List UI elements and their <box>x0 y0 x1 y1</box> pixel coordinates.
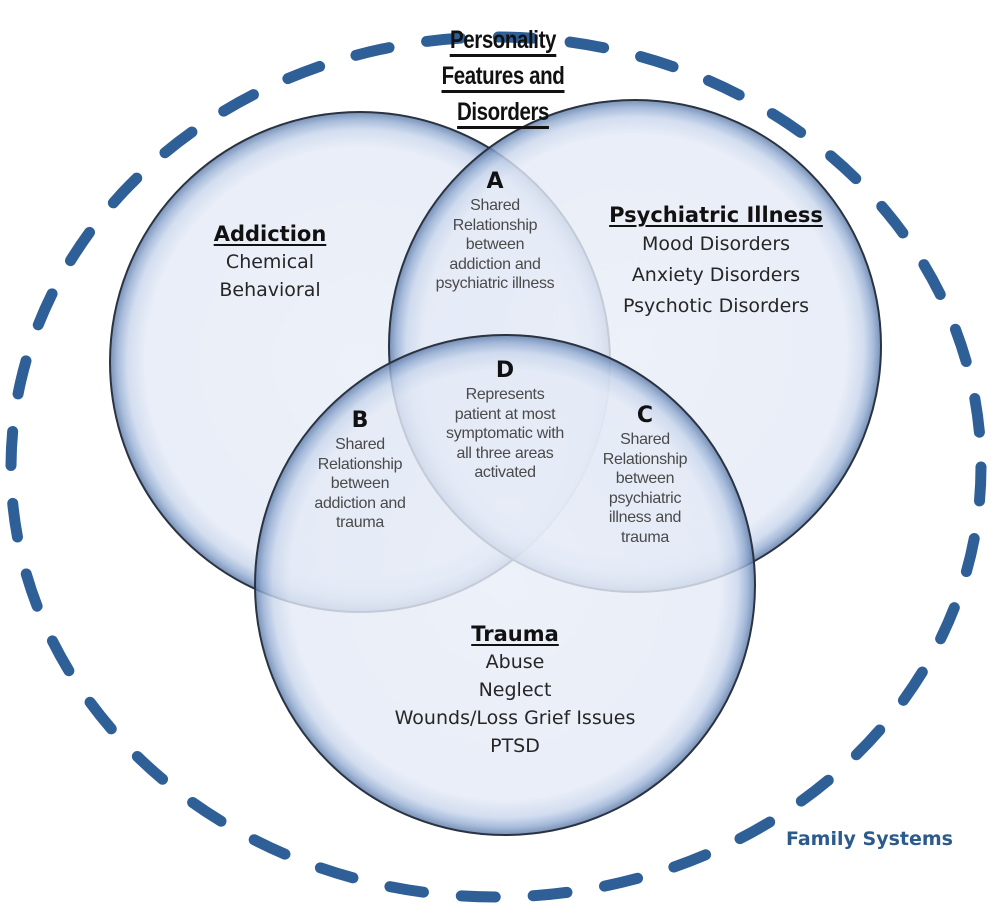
personality-line-2: Features and <box>441 62 565 93</box>
trauma-circle <box>254 334 756 836</box>
addiction-item: Behavioral <box>219 279 321 301</box>
region-c-text: illness and <box>608 509 682 526</box>
region-b: B Shared Relationship between addiction … <box>295 407 425 533</box>
region-a-text: addiction and <box>449 255 541 273</box>
region-c-text: between <box>615 470 675 487</box>
region-d: D Represents patient at most symptomatic… <box>425 357 585 483</box>
psychiatric-illness-label: Psychiatric Illness Mood Disorders Anxie… <box>600 201 832 322</box>
personality-line-3: Disorders <box>456 98 549 129</box>
region-c-text: psychiatric <box>608 489 682 507</box>
addiction-heading: Addiction <box>213 222 327 246</box>
region-c: C Shared Relationship between psychiatri… <box>590 402 700 547</box>
region-b-text: addiction and <box>314 494 406 512</box>
region-d-text: Represents <box>465 386 545 403</box>
region-c-text: Shared <box>620 431 670 448</box>
region-d-text: activated <box>474 464 536 481</box>
region-b-letter: B <box>351 408 369 433</box>
region-c-text: trauma <box>621 528 669 546</box>
region-d-text: patient at most <box>454 405 556 423</box>
region-a: A Shared Relationship between addiction … <box>415 168 575 294</box>
region-c-text: Relationship <box>602 450 688 468</box>
trauma-heading: Trauma <box>471 622 559 646</box>
psychiatric-item: Psychotic Disorders <box>623 295 809 317</box>
region-c-letter: C <box>636 403 654 428</box>
region-a-text: Relationship <box>452 216 538 234</box>
trauma-item: PTSD <box>490 735 540 757</box>
trauma-item: Wounds/Loss Grief Issues <box>394 707 636 729</box>
addiction-item: Chemical <box>225 251 315 273</box>
region-d-text: symptomatic with <box>446 425 564 442</box>
personality-line-1: Personality <box>449 26 556 57</box>
psychiatric-item: Anxiety Disorders <box>631 264 801 286</box>
psychiatric-illness-heading: Psychiatric Illness <box>609 203 823 227</box>
trauma-item: Neglect <box>478 679 552 701</box>
region-a-text: Shared <box>470 197 520 214</box>
trauma-label: Trauma Abuse Neglect Wounds/Loss Grief I… <box>370 620 660 760</box>
addiction-label: Addiction Chemical Behavioral <box>185 220 355 304</box>
personality-features-label: Personality Features and Disorders <box>417 22 589 130</box>
family-systems-boundary <box>5 31 987 903</box>
region-a-letter: A <box>486 169 504 194</box>
trauma-item: Abuse <box>485 651 545 673</box>
region-a-text: psychiatric illness <box>435 275 555 292</box>
family-systems-label: Family Systems <box>786 828 953 850</box>
psychiatric-item: Mood Disorders <box>641 233 791 255</box>
region-d-letter: D <box>495 358 515 383</box>
region-a-text: between <box>465 236 525 253</box>
region-b-text: Shared <box>335 436 385 453</box>
region-b-text: trauma <box>336 514 384 531</box>
region-b-text: Relationship <box>317 455 403 473</box>
region-b-text: between <box>330 475 390 492</box>
region-d-text: all three areas <box>456 444 554 462</box>
